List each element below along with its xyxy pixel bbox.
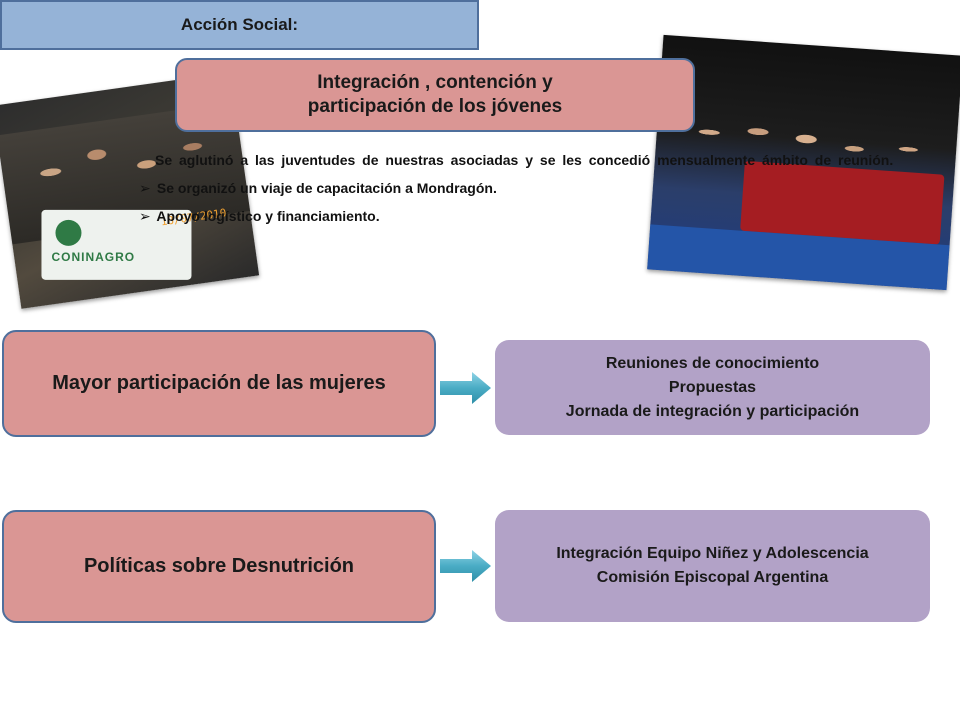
malnutrition-actions-box: Integración Equipo Niñez y Adolescencia … [495, 510, 930, 622]
bullet-paragraph: Se aglutinó a las juventudes de nuestras… [155, 152, 894, 168]
women-participation-label: Mayor participación de las mujeres [52, 372, 386, 394]
women-action-line: Propuestas [668, 378, 757, 396]
section-header-title: Acción Social: [180, 15, 299, 34]
banner-logo-icon [55, 219, 82, 246]
right-arrow-icon [440, 550, 491, 582]
youth-title-line2: participación de los jóvenes [307, 96, 563, 117]
section-header: Acción Social: [0, 0, 479, 50]
malnutrition-policies-box: Políticas sobre Desnutrición [2, 510, 436, 623]
malnutrition-action-line: Comisión Episcopal Argentina [596, 569, 829, 586]
youth-title-line1: Integración , contención y [317, 72, 553, 93]
malnutrition-action-line: Integración Equipo Niñez y Adolescencia [556, 545, 869, 562]
youth-title-box: Integración , contención y participación… [175, 58, 695, 132]
youth-bullets: Se aglutinó a las juventudes de nuestras… [135, 150, 895, 226]
banner-text: CONINAGRO [51, 249, 136, 264]
women-action-line: Jornada de integración y participación [565, 402, 860, 420]
women-action-line: Reuniones de conocimiento [605, 354, 820, 372]
women-actions-box: Reuniones de conocimiento Propuestas Jor… [495, 340, 930, 435]
women-participation-box: Mayor participación de las mujeres [2, 330, 436, 437]
bullet-item: ➢ Se organizó un viaje de capacitación a… [135, 178, 895, 198]
arrow-bullet-icon: ➢ [139, 180, 151, 196]
arrow-bullet-icon: ➢ [139, 208, 151, 224]
malnutrition-policies-label: Políticas sobre Desnutrición [83, 555, 355, 577]
bullet-item-text: Apoyo logístico y financiamiento. [156, 208, 380, 224]
bullet-item: ➢ Apoyo logístico y financiamiento. [135, 206, 895, 226]
bullet-item-text: Se organizó un viaje de capacitación a M… [156, 180, 497, 196]
right-arrow-icon [440, 372, 491, 404]
